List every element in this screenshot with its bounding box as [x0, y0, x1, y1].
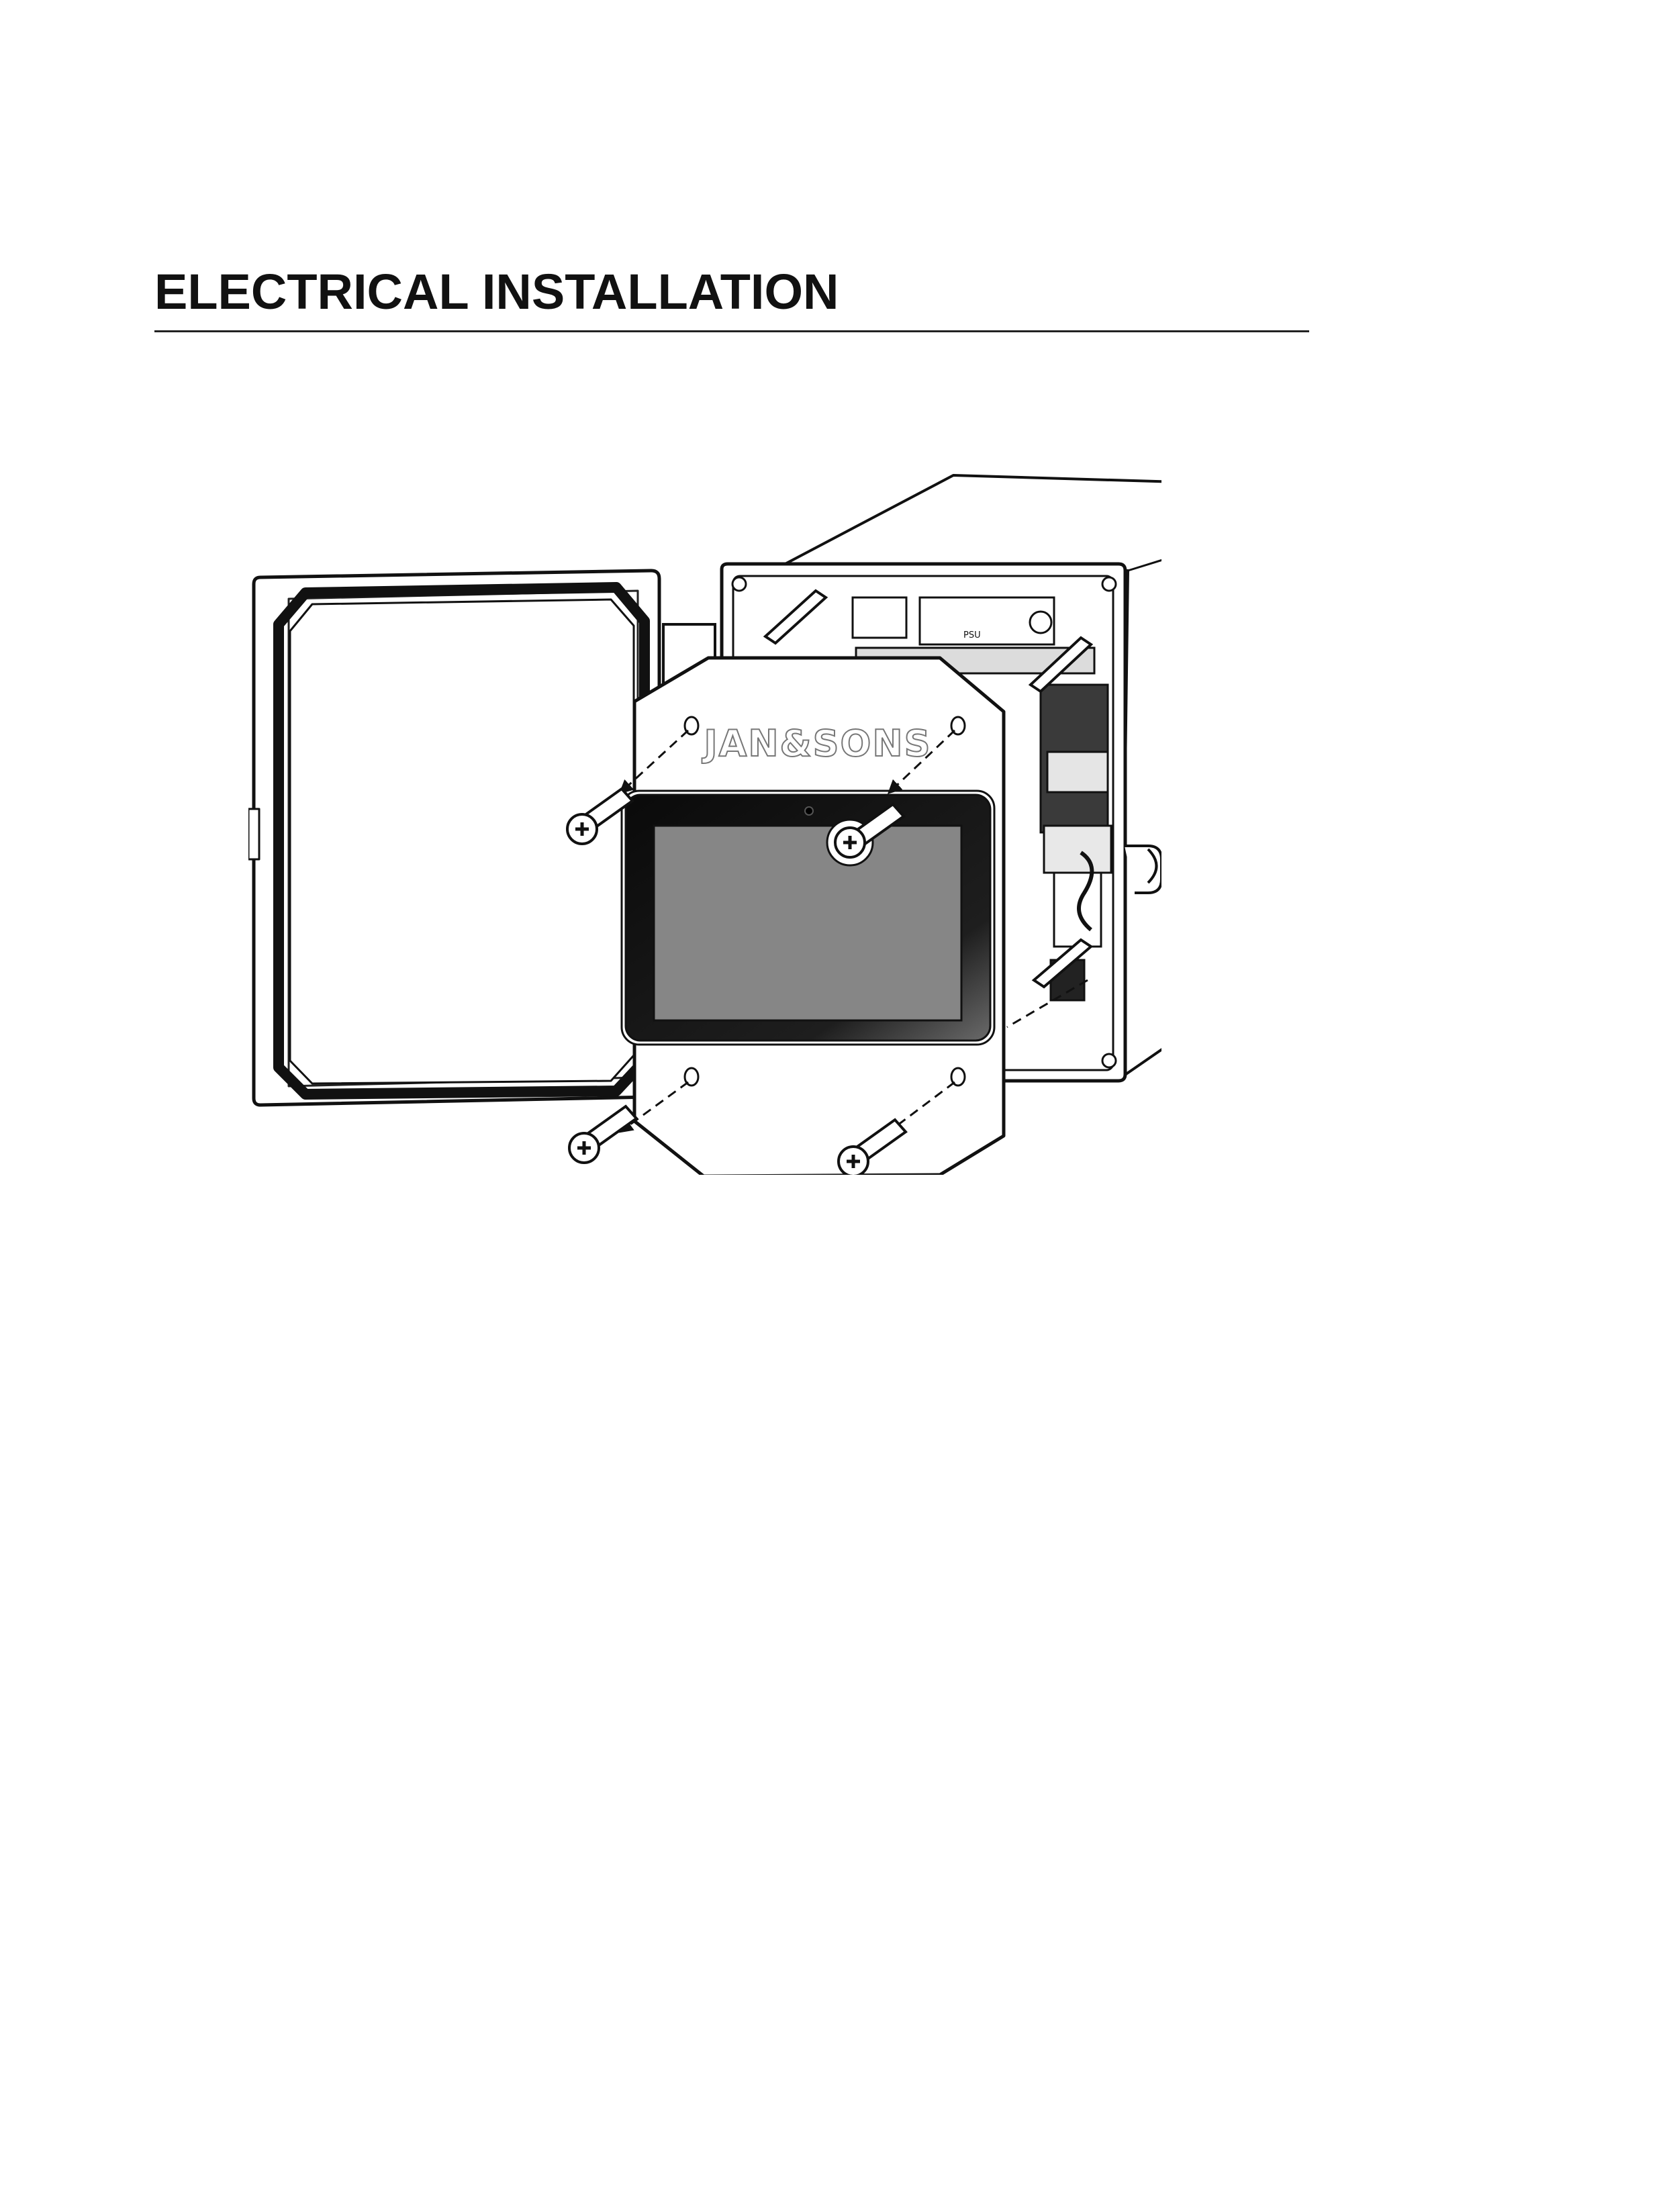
screw-bottom-right: [837, 1118, 908, 1175]
phillips-screw-icon: [577, 1141, 591, 1155]
panel-mounting-holes: [683, 716, 966, 1087]
screw-bottom-left: [568, 1104, 638, 1164]
phillips-screw-icon: [575, 822, 589, 836]
screw-top-left: [566, 787, 634, 845]
brand-logo: JAN&SONS: [701, 722, 931, 765]
display-screen: [653, 824, 963, 1022]
psu-label: PSU: [963, 630, 981, 640]
phillips-screw-icon: [847, 1155, 860, 1168]
installation-illustration: PSU: [248, 470, 1161, 1175]
section-header: ELECTRICAL INSTALLATION: [154, 267, 1309, 332]
latch: [1125, 845, 1161, 894]
front-panel: JAN&SONS: [620, 656, 1006, 1175]
title-rule: [154, 330, 1309, 332]
mounting-standoffs: [763, 589, 1094, 989]
front-camera-icon: [804, 806, 814, 816]
phillips-screw-icon: [843, 836, 857, 849]
section-title: ELECTRICAL INSTALLATION: [154, 264, 839, 320]
installation-diagram: PSU: [248, 474, 1161, 1175]
screw-top-right: [826, 802, 906, 867]
enclosure-door: [248, 569, 661, 1107]
